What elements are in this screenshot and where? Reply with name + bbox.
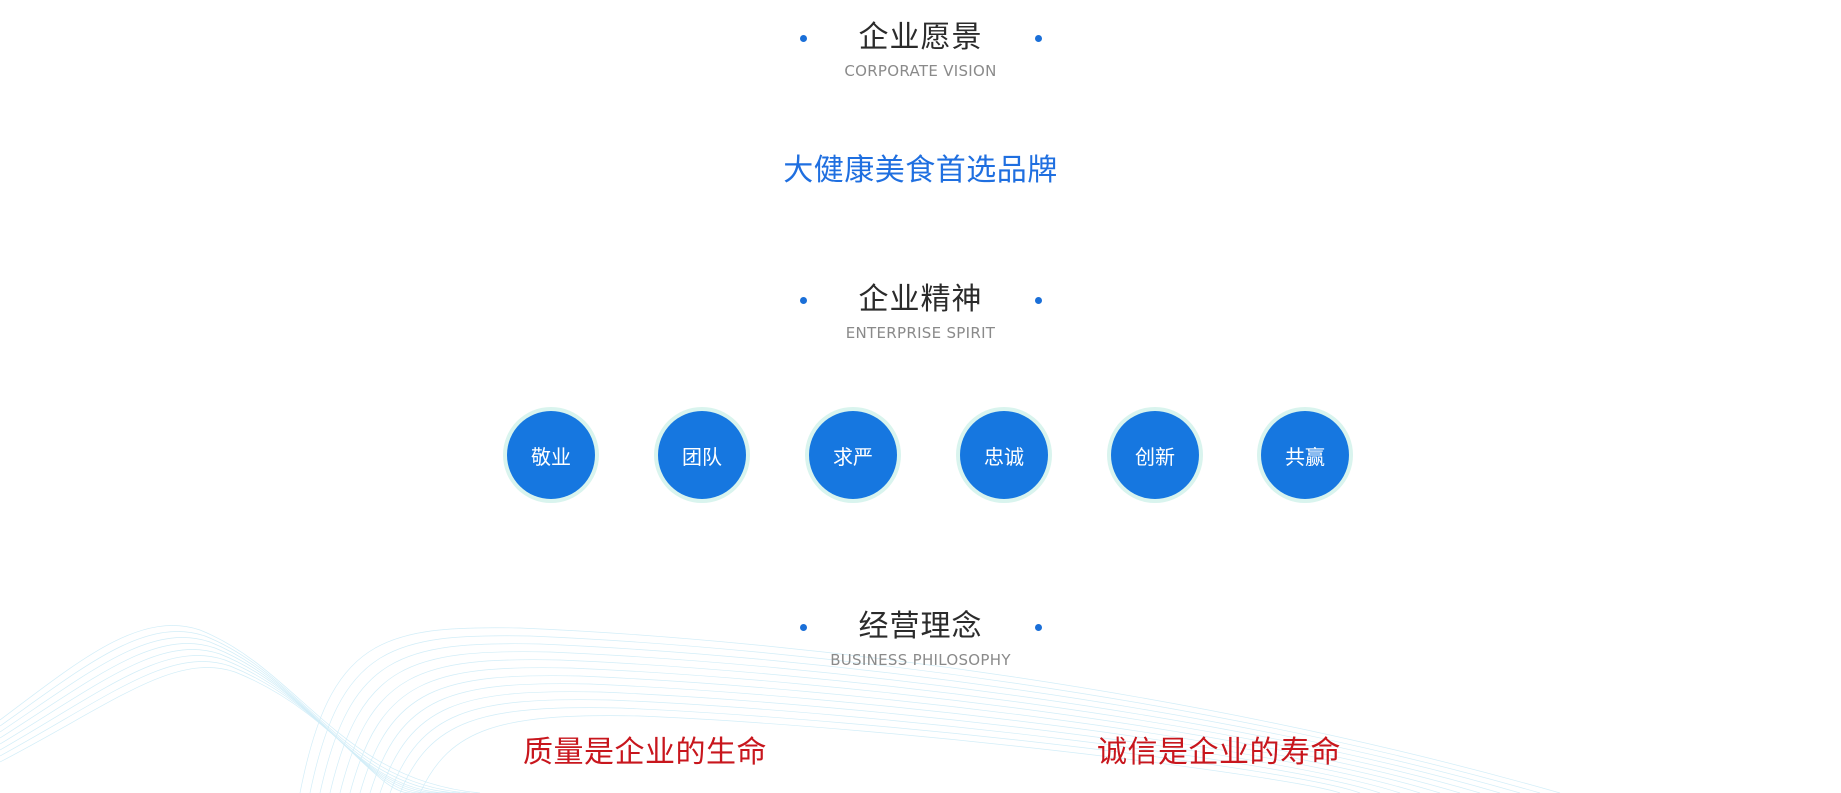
- spirit-value-item: 敬业: [503, 407, 599, 503]
- philosophy-title: 经营理念: [858, 609, 983, 644]
- bullet-dot-icon: [1034, 623, 1042, 631]
- spirit-value-label: 忠诚: [960, 411, 1048, 499]
- vision-title: 企业愿景: [858, 20, 983, 55]
- spirit-value-item: 忠诚: [956, 407, 1052, 503]
- spirit-title: 企业精神: [858, 282, 983, 317]
- bullet-dot-icon: [1034, 296, 1042, 304]
- spirit-value-item: 求严: [805, 407, 901, 503]
- vision-subtitle: CORPORATE VISION: [844, 62, 997, 80]
- spirit-value-item: 共赢: [1257, 407, 1353, 503]
- philosophy-statement: 诚信是企业的寿命: [1097, 735, 1341, 770]
- spirit-value-label: 共赢: [1261, 411, 1349, 499]
- bullet-dot-icon: [799, 34, 807, 42]
- spirit-heading: 企业精神 ENTERPRISE SPIRIT: [0, 280, 1841, 342]
- spirit-heading-row: 企业精神: [0, 280, 1841, 320]
- philosophy-heading-row: 经营理念: [0, 607, 1841, 647]
- spirit-value-label: 求严: [809, 411, 897, 499]
- spirit-value-label: 团队: [658, 411, 746, 499]
- spirit-values-list: 敬业 团队 求严 忠诚 创新 共赢: [503, 407, 1353, 503]
- spirit-value-label: 敬业: [507, 411, 595, 499]
- bullet-dot-icon: [799, 296, 807, 304]
- spirit-subtitle: ENTERPRISE SPIRIT: [845, 324, 996, 342]
- bullet-dot-icon: [799, 623, 807, 631]
- bullet-dot-icon: [1034, 34, 1042, 42]
- vision-heading: 企业愿景 CORPORATE VISION: [0, 18, 1841, 80]
- philosophy-subtitle: BUSINESS PHILOSOPHY: [830, 651, 1011, 669]
- philosophy-statement: 质量是企业的生命: [523, 735, 767, 770]
- vision-heading-row: 企业愿景: [0, 18, 1841, 58]
- philosophy-heading: 经营理念 BUSINESS PHILOSOPHY: [0, 607, 1841, 669]
- spirit-value-label: 创新: [1111, 411, 1199, 499]
- spirit-value-item: 创新: [1107, 407, 1203, 503]
- vision-slogan: 大健康美食首选品牌: [783, 153, 1058, 188]
- spirit-value-item: 团队: [654, 407, 750, 503]
